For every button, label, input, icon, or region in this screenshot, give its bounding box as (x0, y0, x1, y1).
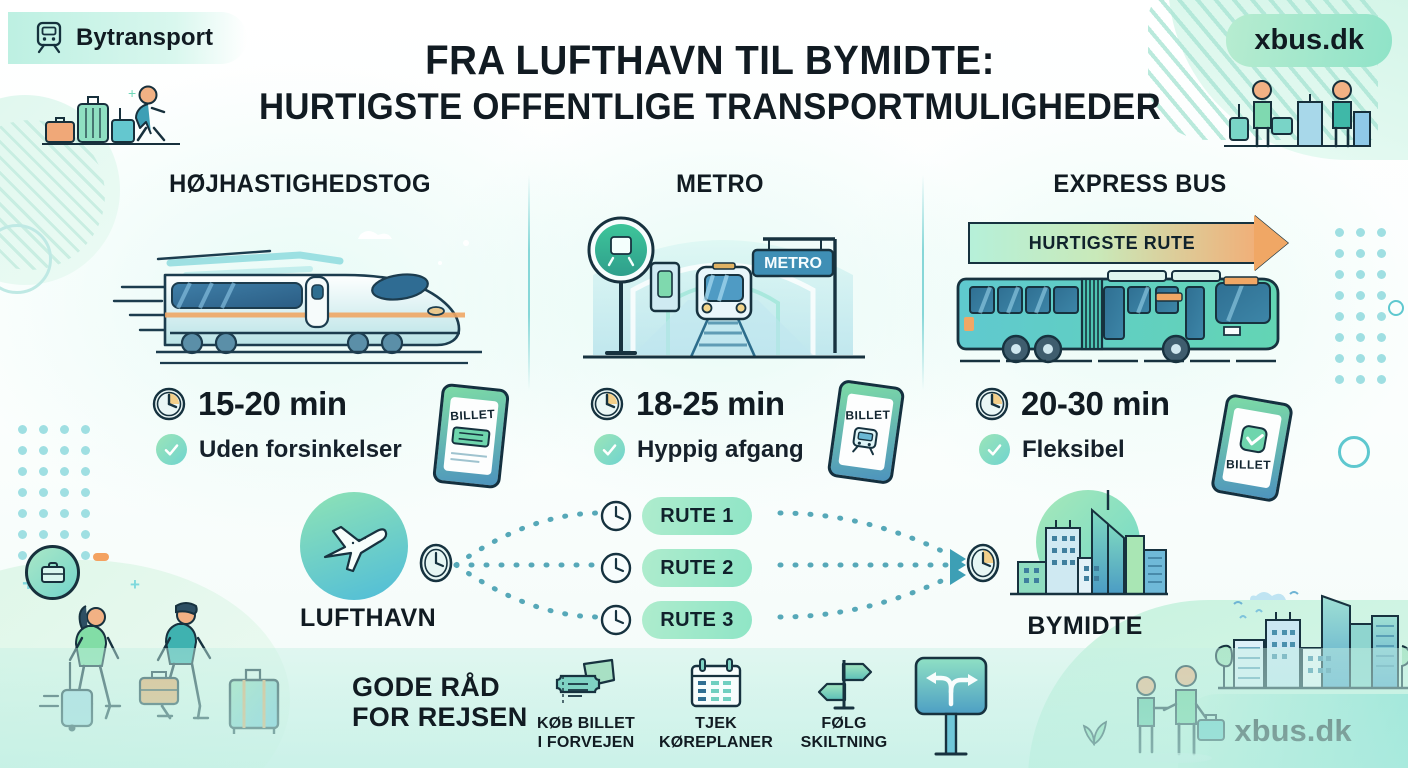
phone-screen: BILLET (1221, 407, 1283, 489)
phone-screen: BILLET (837, 393, 895, 471)
metro-feature-row: Hyppig afgang (594, 434, 804, 465)
train-icon (852, 427, 878, 456)
route-list: RUTE 1 RUTE 2 RUTE 3 (600, 497, 752, 639)
ticket-icon (451, 426, 491, 448)
clock-icon (419, 543, 453, 583)
clock-icon (152, 387, 186, 421)
metro-time-row: 18-25 min (590, 385, 785, 423)
airport-label: LUFTHAVN (300, 604, 437, 632)
bus-feature: Fleksibel (1022, 435, 1125, 463)
city-clock (965, 543, 1001, 583)
tips-title: GODE RÅD FOR REJSEN (352, 672, 528, 732)
clock-icon (966, 543, 1000, 583)
calendar-icon (690, 658, 742, 708)
airplane-icon (323, 525, 388, 573)
ticket-label: BILLET (1226, 457, 1272, 473)
bus-time: 20-30 min (1021, 385, 1170, 422)
column-divider-1 (528, 175, 530, 390)
check-icon (594, 434, 625, 465)
phone-screen: BILLET (443, 397, 499, 475)
fastest-route-label: HURTIGSTE RUTE (1028, 232, 1196, 253)
train-feature: Uden forsinkelser (199, 435, 402, 463)
check-icon (979, 434, 1010, 465)
train-time-row: 15-20 min (152, 385, 347, 423)
route-item-3[interactable]: RUTE 3 (600, 601, 752, 639)
metro-feature: Hyppig afgang (637, 435, 804, 463)
train-icon (36, 21, 62, 54)
brand-logo-top: xbus.dk (1226, 14, 1392, 67)
decorative-plus-center: + (130, 575, 140, 594)
bus-illustration (956, 255, 1288, 375)
airport-clock (418, 543, 454, 583)
page-title: FRA LUFTHAVN TIL BYMIDTE: HURTIGSTE OFFE… (180, 38, 1240, 128)
tips-title-line-1: GODE RÅD (352, 672, 500, 702)
citycenter-node: BYMIDTE (1000, 480, 1170, 641)
metro-illustration: METRO (573, 205, 873, 370)
briefcase-icon (40, 561, 65, 583)
metro-station-sign: METRO (764, 255, 822, 272)
tips-title-line-2: FOR REJSEN (352, 702, 528, 733)
tip-item-directions (908, 652, 994, 758)
metro-time: 18-25 min (636, 385, 785, 422)
column-divider-2 (922, 175, 924, 390)
ticket-lines-icon (450, 452, 488, 464)
route-item-2[interactable]: RUTE 2 (600, 549, 752, 587)
route-pill-3[interactable]: RUTE 3 (642, 601, 752, 639)
decorative-circle-right (1338, 436, 1370, 468)
decorative-arc-left (0, 224, 52, 294)
clock-icon (600, 604, 632, 636)
title-line-1: FRA LUFTHAVN TIL BYMIDTE: (425, 37, 995, 83)
decorative-circle-small-right (1388, 300, 1404, 316)
route-pill-2[interactable]: RUTE 2 (642, 549, 752, 587)
metro-ticket-phone: BILLET (826, 378, 906, 486)
column-heading-bus: EXPRESS BUS (1053, 170, 1227, 198)
citycenter-label: BYMIDTE (1027, 612, 1143, 640)
check-icon (1239, 425, 1268, 454)
decorative-pill-orange (93, 553, 109, 561)
train-time: 15-20 min (198, 385, 347, 422)
arrow-right-icon (1254, 215, 1288, 271)
briefcase-badge (25, 545, 80, 600)
ticket-label: BILLET (450, 406, 497, 424)
fastest-route-body: HURTIGSTE RUTE (968, 222, 1254, 264)
city-skyline-icon (1010, 490, 1168, 596)
route-item-1[interactable]: RUTE 1 (600, 497, 752, 535)
train-feature-row: Uden forsinkelser (156, 434, 402, 465)
airport-node: LUFTHAVN (300, 492, 437, 633)
clock-icon (600, 500, 632, 532)
bytransport-badge: Bytransport (8, 12, 248, 64)
clock-icon (590, 387, 624, 421)
tickets-icon (555, 658, 616, 704)
bus-time-row: 20-30 min (975, 385, 1170, 423)
train-ticket-phone: BILLET (431, 382, 511, 490)
clock-icon (600, 552, 632, 584)
decorative-dot-grid-left (18, 425, 90, 560)
decorative-dot-grid-right (1335, 228, 1386, 384)
check-icon (156, 434, 187, 465)
train-illustration (110, 215, 530, 375)
travelers-city-top-right (1220, 78, 1371, 150)
fastest-route-banner: HURTIGSTE RUTE (968, 215, 1288, 271)
bus-feature-row: Fleksibel (979, 434, 1125, 465)
svg-text:+: + (128, 85, 136, 101)
ticket-label: BILLET (845, 407, 891, 423)
route-connectors (453, 510, 966, 620)
signpost-icon (817, 660, 873, 710)
title-line-2: HURTIGSTE OFFENTLIGE TRANSPORTMULIGHEDER (258, 86, 1162, 128)
bus-ticket-phone: BILLET (1209, 392, 1295, 504)
travelers-luggage-top-left: + (40, 82, 190, 150)
column-heading-train: HØJHASTIGHEDSTOG (169, 170, 431, 198)
badge-label: Bytransport (76, 24, 214, 51)
column-heading-metro: METRO (676, 170, 764, 198)
route-pill-1[interactable]: RUTE 1 (642, 497, 752, 535)
clock-icon (975, 387, 1009, 421)
direction-sign-icon (914, 656, 988, 756)
